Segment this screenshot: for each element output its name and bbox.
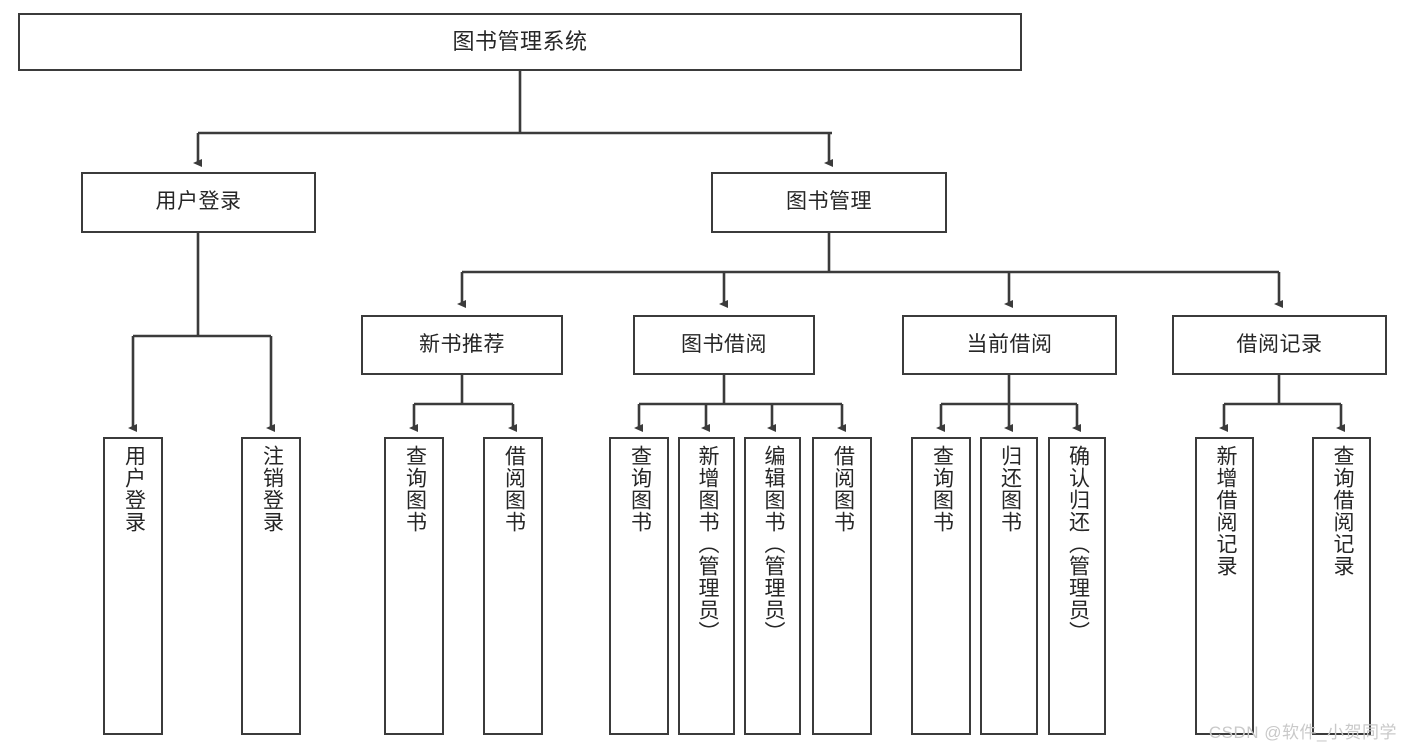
leaf-new-book-borrow[interactable]: 借阅图书 <box>483 437 543 735</box>
leaf-book-borrow-query[interactable]: 查询图书 <box>609 437 669 735</box>
leaf-current-borrow-confirm-return[interactable]: 确认归还（管理员） <box>1048 437 1106 735</box>
leaf-user-login-logout[interactable]: 注销登录 <box>241 437 301 735</box>
node-label: 查询图书 <box>628 445 652 533</box>
node-user-login[interactable]: 用户登录 <box>81 172 316 233</box>
node-book-management[interactable]: 图书管理 <box>711 172 947 233</box>
node-label: 新增图书（管理员） <box>695 445 719 643</box>
node-borrow-record[interactable]: 借阅记录 <box>1172 315 1387 375</box>
node-label: 借阅图书 <box>502 445 526 533</box>
node-label: 图书管理系统 <box>452 29 588 55</box>
node-label: 用户登录 <box>122 445 146 533</box>
node-label: 查询图书 <box>930 445 954 533</box>
node-book-borrow[interactable]: 图书借阅 <box>633 315 815 375</box>
node-label: 图书借阅 <box>681 332 767 356</box>
node-new-book-recommend[interactable]: 新书推荐 <box>361 315 563 375</box>
node-label: 新增借阅记录 <box>1213 445 1237 577</box>
node-label: 查询借阅记录 <box>1330 445 1354 577</box>
leaf-borrow-record-add[interactable]: 新增借阅记录 <box>1195 437 1254 735</box>
leaf-book-borrow-add[interactable]: 新增图书（管理员） <box>678 437 735 735</box>
node-label: 查询图书 <box>403 445 427 533</box>
csdn-watermark: CSDN @软件_小贺同学 <box>1208 723 1397 742</box>
node-label: 归还图书 <box>998 445 1022 533</box>
node-label: 借阅记录 <box>1236 332 1323 356</box>
node-label: 确认归还（管理员） <box>1066 445 1090 643</box>
leaf-new-book-query[interactable]: 查询图书 <box>384 437 444 735</box>
leaf-book-borrow-edit[interactable]: 编辑图书（管理员） <box>744 437 801 735</box>
leaf-user-login-signin[interactable]: 用户登录 <box>103 437 163 735</box>
leaf-current-borrow-return[interactable]: 归还图书 <box>980 437 1038 735</box>
node-root-system[interactable]: 图书管理系统 <box>18 13 1022 71</box>
leaf-book-borrow-borrow[interactable]: 借阅图书 <box>812 437 872 735</box>
node-label: 注销登录 <box>260 445 284 533</box>
leaf-current-borrow-query[interactable]: 查询图书 <box>911 437 971 735</box>
node-label: 图书管理 <box>786 190 872 214</box>
node-current-borrow[interactable]: 当前借阅 <box>902 315 1117 375</box>
node-label: 新书推荐 <box>419 332 505 356</box>
node-label: 用户登录 <box>155 190 242 214</box>
node-label: 当前借阅 <box>966 332 1053 356</box>
node-label: 借阅图书 <box>831 445 855 533</box>
leaf-borrow-record-query[interactable]: 查询借阅记录 <box>1312 437 1371 735</box>
node-label: 编辑图书（管理员） <box>761 445 785 643</box>
